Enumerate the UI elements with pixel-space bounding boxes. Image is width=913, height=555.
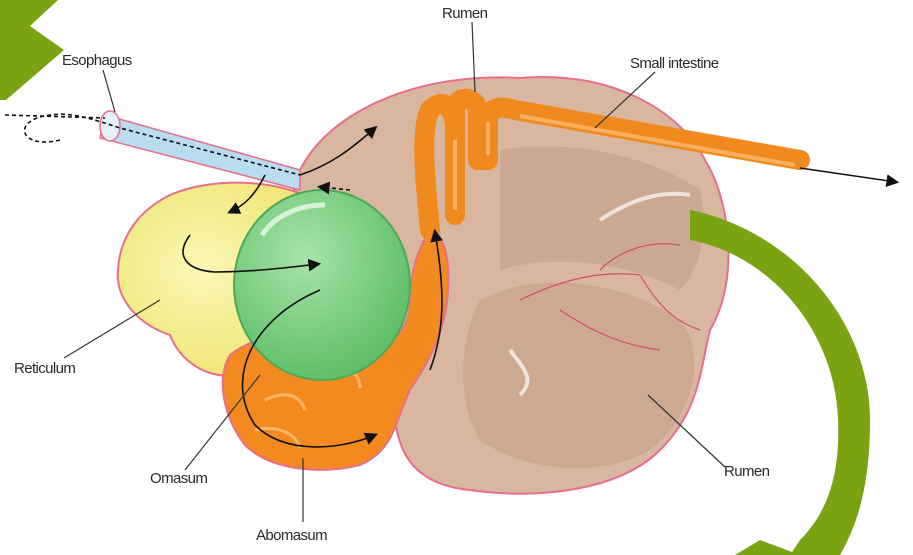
label-small-intestine: Small intestine [630, 55, 719, 72]
rumen-lobe-shadow [463, 283, 694, 469]
label-reticulum: Reticulum [14, 360, 75, 377]
omasum [234, 190, 410, 380]
label-rumen-top: Rumen [442, 5, 487, 22]
green-arrow-top-left [0, 0, 64, 100]
esophagus-opening [100, 111, 120, 141]
green-arrow-bottom-right-head [735, 540, 800, 555]
label-esophagus: Esophagus [62, 52, 132, 69]
esophagus-tube [100, 115, 300, 190]
label-rumen-bottom: Rumen [724, 463, 769, 480]
label-omasum: Omasum [150, 470, 207, 487]
label-abomasum: Abomasum [256, 527, 327, 544]
